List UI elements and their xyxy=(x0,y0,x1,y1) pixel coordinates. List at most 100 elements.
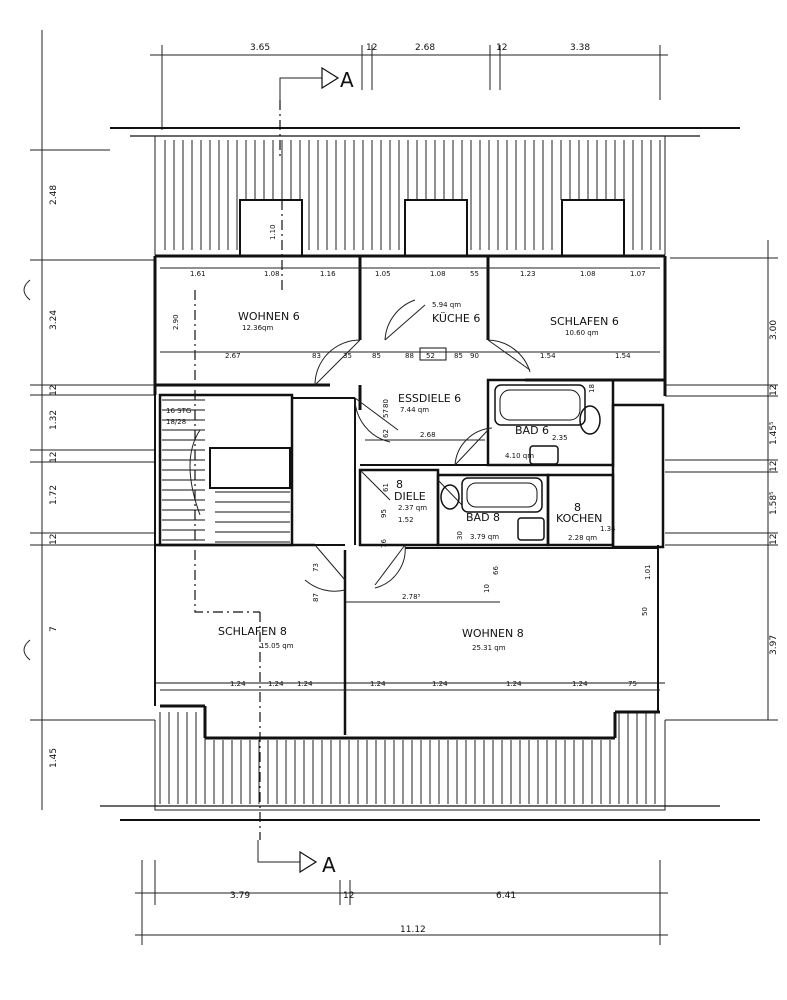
inner-dim: 2.35 xyxy=(552,434,568,442)
room-area: 15.05 qm xyxy=(260,642,294,650)
inner-dim: 10 xyxy=(483,584,491,593)
room-name: BAD 6 xyxy=(515,424,549,437)
room-area: 5.94 qm xyxy=(432,301,461,309)
inner-dim: 35 xyxy=(343,352,352,360)
section-label-bottom: A xyxy=(322,853,336,877)
room-area: 2.28 qm xyxy=(568,534,597,542)
room-name: KOCHEN xyxy=(556,512,602,525)
left-dim-8: 7 xyxy=(49,626,59,632)
room-area: 3.79 qm xyxy=(470,533,499,541)
inner-dim: 1.08 xyxy=(580,270,596,278)
inner-dim: 88 xyxy=(405,352,414,360)
right-dim-3: 1.45⁵ xyxy=(769,421,779,445)
inner-dim: 1.54 xyxy=(540,352,556,360)
left-dim-1: 2.48 xyxy=(49,185,59,205)
top-dim-3: 2.68 xyxy=(415,43,435,53)
room-area: 12.36qm xyxy=(242,324,273,332)
inner-dim: 66 xyxy=(492,566,500,575)
top-dimension-chain: 3.65 12 2.68 12 3.38 xyxy=(150,43,668,130)
door-swings xyxy=(304,299,531,592)
room-name: BAD 8 xyxy=(466,511,500,524)
room-area: 25.31 qm xyxy=(472,644,506,652)
inner-dim: 1.08 xyxy=(430,270,446,278)
inner-dim: 1.10 xyxy=(269,224,277,240)
inner-dim: 1.24 xyxy=(506,680,522,688)
right-dim-1: 3.00 xyxy=(769,320,779,340)
walls xyxy=(153,254,667,735)
left-dim-9: 1.45 xyxy=(49,748,59,768)
right-dim-4: 12 xyxy=(769,461,779,472)
left-dim-4: 1.32 xyxy=(49,410,59,430)
bottom-dim-1: 3.79 xyxy=(230,891,250,901)
room-name: SCHLAFEN 6 xyxy=(550,315,619,328)
inner-dim: 2.90 xyxy=(172,314,180,330)
inner-dim: 75 xyxy=(628,680,637,688)
right-dimension-chain: 3.00 12 1.45⁵ 12 1.58⁵ 12 3.97 xyxy=(665,240,779,721)
inner-dim: 2.78⁵ xyxy=(402,593,421,601)
inner-dim: 50 xyxy=(641,607,649,616)
inner-dim: 95 xyxy=(380,509,388,518)
inner-dim: 87 xyxy=(312,593,320,602)
bottom-dim-2: 12 xyxy=(343,891,354,901)
inner-dim: 18 xyxy=(588,384,596,393)
roof-hatch-top xyxy=(110,127,740,257)
top-dim-1: 3.65 xyxy=(250,43,270,53)
inner-dim: 1.24 xyxy=(432,680,448,688)
inner-dim: 1.24 xyxy=(230,680,246,688)
inner-dim: 1.52 xyxy=(398,516,414,524)
inner-dim: 52 xyxy=(426,352,435,360)
top-dim-2: 12 xyxy=(366,43,377,53)
section-mark-top: A xyxy=(279,66,354,105)
inner-dim: 1.23 xyxy=(520,270,536,278)
top-dim-4: 12 xyxy=(496,43,507,53)
left-dim-6: 1.72 xyxy=(49,485,59,505)
fixtures xyxy=(419,347,601,541)
overall-width: 11.12 xyxy=(400,925,426,935)
inner-dimensions: 1.61 1.08 1.16 1.05 1.08 55 1.23 1.08 1.… xyxy=(160,224,660,691)
inner-dim: 1.61 xyxy=(190,270,206,278)
inner-dim: 1.01 xyxy=(644,564,652,580)
right-dim-2: 12 xyxy=(769,385,779,396)
inner-dim: 1.24 xyxy=(268,680,284,688)
room-name: ESSDIELE 6 xyxy=(398,392,461,405)
inner-dim: 1.34 xyxy=(600,525,616,533)
right-dim-6: 12 xyxy=(769,534,779,545)
inner-dim: 1.24 xyxy=(370,680,386,688)
inner-dim: 30 xyxy=(456,531,464,540)
inner-dim: 73 xyxy=(312,563,320,572)
left-dim-2: 3.24 xyxy=(49,310,59,330)
section-label-top: A xyxy=(340,68,354,92)
inner-dim: 80 xyxy=(382,399,390,408)
stair-count: 16 STG xyxy=(166,407,191,415)
room-name: KÜCHE 6 xyxy=(432,312,480,325)
room-area: 2.37 qm xyxy=(398,504,427,512)
room-area: 7.44 qm xyxy=(400,406,429,414)
roof-hatch-bottom xyxy=(100,704,760,821)
inner-dim: 62 xyxy=(382,429,390,438)
left-dimension-chain: 2.48 3.24 12 1.32 12 1.72 12 7 1.45 xyxy=(23,30,155,810)
staircase: 16 STG 18/28 xyxy=(162,399,291,543)
inner-dim: 2.68 xyxy=(420,431,436,439)
room-number: 8 xyxy=(574,501,581,514)
room-number: 8 xyxy=(396,478,403,491)
room-name: DIELE xyxy=(394,490,426,503)
inner-dim: 85 xyxy=(372,352,381,360)
section-line: A xyxy=(194,100,336,877)
room-name: WOHNEN 6 xyxy=(238,310,300,323)
left-dim-7: 12 xyxy=(49,534,59,545)
inner-dim: 57 xyxy=(382,409,390,418)
inner-dim: 85 xyxy=(454,352,463,360)
inner-dim: 90 xyxy=(470,352,479,360)
inner-dim: 76 xyxy=(380,539,388,548)
inner-dim: 83 xyxy=(312,352,321,360)
inner-dim: 1.54 xyxy=(615,352,631,360)
inner-dim: 1.24 xyxy=(297,680,313,688)
room-labels: WOHNEN 6 12.36qm 5.94 qm KÜCHE 6 SCHLAFE… xyxy=(218,301,619,652)
inner-dim: 1.16 xyxy=(320,270,336,278)
right-dim-7: 3.97 xyxy=(769,635,779,655)
inner-dim: 61 xyxy=(382,483,390,492)
bottom-dimension-chain: 3.79 12 6.41 11.12 xyxy=(135,860,668,945)
left-dim-5: 12 xyxy=(49,452,59,463)
